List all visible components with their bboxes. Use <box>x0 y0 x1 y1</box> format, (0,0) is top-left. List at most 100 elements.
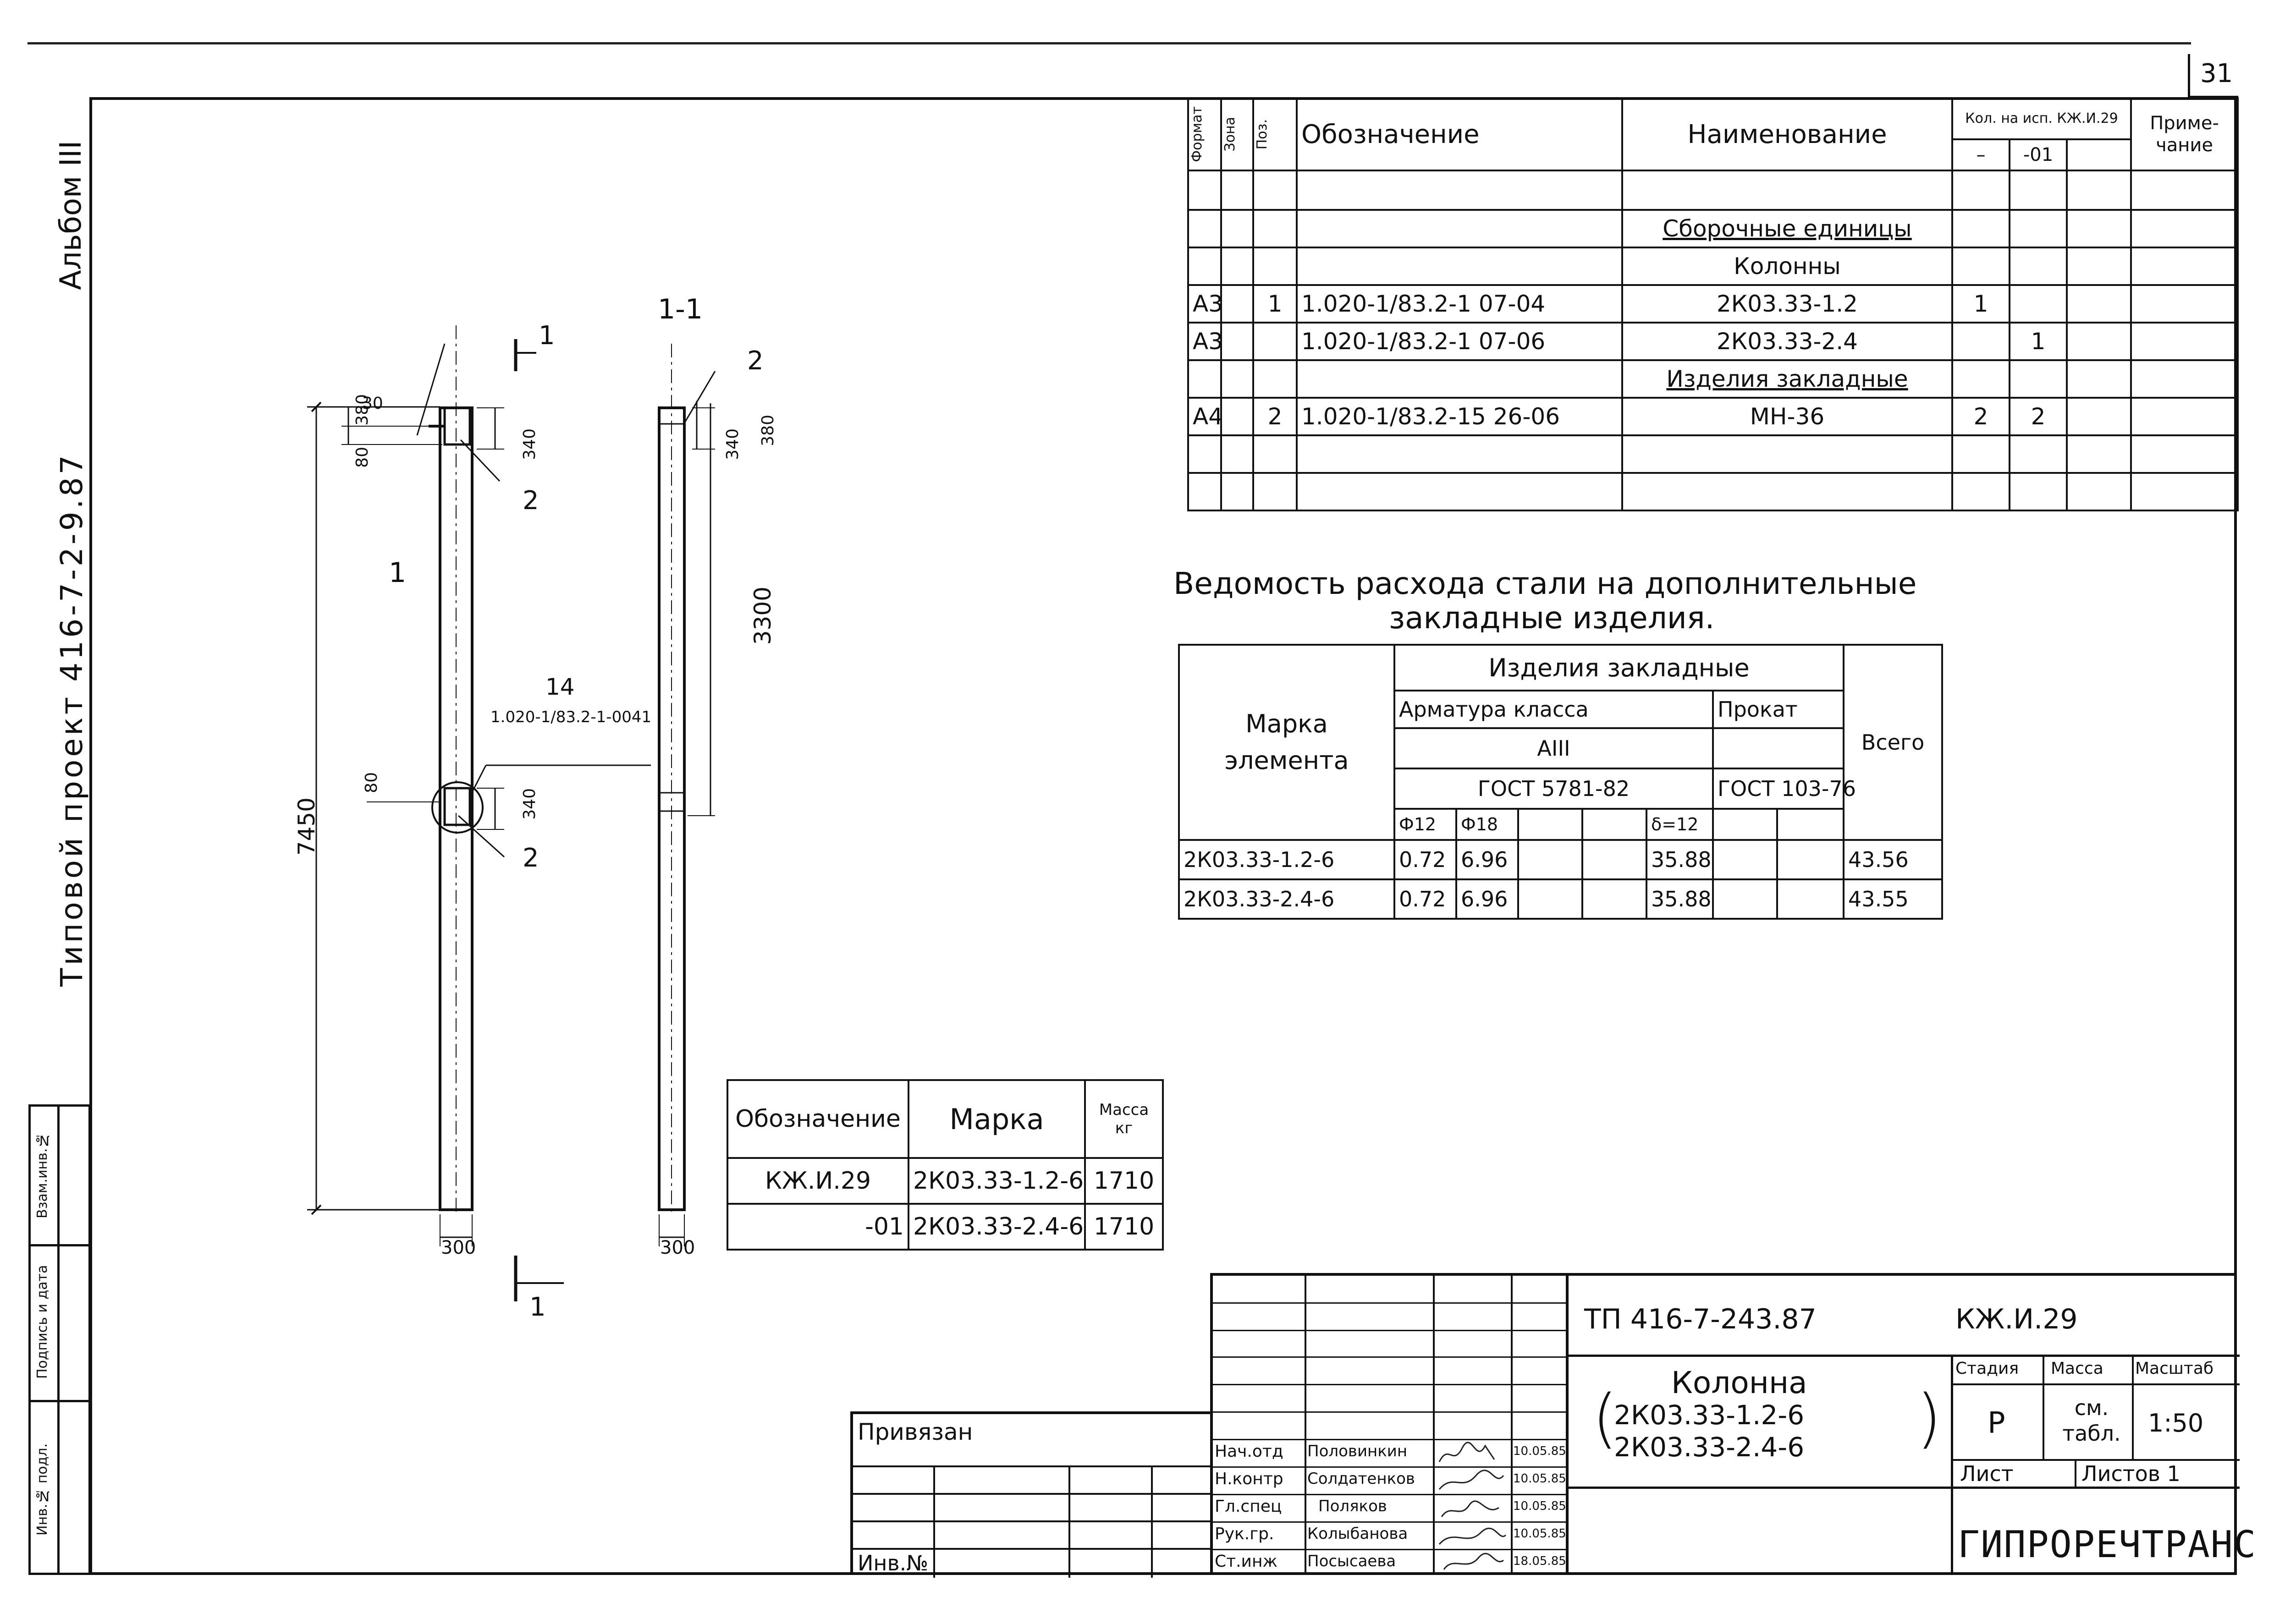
col-pos-header: Поз. <box>1252 97 1298 171</box>
stamp-sign-label: Подпись и дата <box>34 1265 50 1379</box>
person-name-3: Поляков <box>1318 1497 1387 1515</box>
mark-table-mass-header: Масса кг <box>1084 1079 1164 1159</box>
leader-1: 1 <box>389 557 407 589</box>
stage-label: Стадия <box>1955 1359 2019 1378</box>
steel-total-header: Всего <box>1843 644 1944 841</box>
cut-label-top: 1 <box>539 321 555 351</box>
steel-t12-header: δ=12 <box>1646 808 1714 841</box>
person-date-5: 18.05.85 <box>1513 1554 1566 1568</box>
project-label: Типовой проект 416-7-2-9.87 <box>54 452 89 987</box>
scale-label: Масштаб <box>2135 1359 2214 1378</box>
steel-mark-header: Марка элемента <box>1178 644 1395 841</box>
dim-340-b: 340 <box>723 428 742 460</box>
paren-left: ( <box>1592 1381 1618 1456</box>
person-name-2: Солдатенков <box>1307 1470 1415 1488</box>
steel-rolled-header: Прокат <box>1712 690 1845 729</box>
steel-rebar-header: Арматура класса <box>1393 690 1714 729</box>
stage-value: Р <box>1988 1406 2005 1440</box>
embed-mid <box>443 787 471 826</box>
drawing-subtitle-1: 2К03.33-1.2-6 <box>1614 1399 1805 1431</box>
specification-table: Формат Зона Поз. Обозначение Наименовани… <box>1187 97 2239 511</box>
page-number: 31 <box>2200 59 2233 88</box>
spec-section-assemblies: Сборочные единицы <box>1621 209 1953 248</box>
organization-name: ГИПРОРЕЧТРАНС <box>1958 1523 2257 1566</box>
table-row: 2К03.33-1.2-6 0.72 6.96 35.88 43.56 <box>1178 839 1944 880</box>
col-zone-header: Зона <box>1220 97 1254 171</box>
spec-section-embeds: Изделия закладные <box>1621 359 1953 399</box>
node-number: 14 <box>545 674 575 700</box>
column-drawing <box>307 325 716 1301</box>
col-note-header: Приме-чание <box>2130 97 2239 171</box>
mass-value: см. табл. <box>2062 1395 2121 1446</box>
person-date-4: 10.05.85 <box>1513 1527 1566 1541</box>
person-role-3: Гл.спец <box>1215 1497 1282 1516</box>
dim-380-b: 380 <box>759 415 777 446</box>
qty-01-header: -01 <box>2009 138 2068 171</box>
col-format-header: Формат <box>1187 97 1222 171</box>
table-row: -01 2К03.33-2.4-6 1710 <box>727 1203 1164 1251</box>
dim-80-top: 80 <box>353 447 372 468</box>
steel-gost-a: ГОСТ 5781-82 <box>1393 768 1714 810</box>
col-designation-header: Обозначение <box>1296 97 1623 171</box>
steel-d12-header: Ф12 <box>1393 808 1457 841</box>
steel-title-line2: закладные изделия. <box>1389 600 1715 636</box>
person-role-5: Ст.инж <box>1215 1552 1277 1571</box>
inventory-label: Инв.№ <box>858 1551 929 1575</box>
mass-label: Масса <box>2051 1359 2103 1378</box>
person-role-1: Нач.отд <box>1215 1442 1283 1461</box>
dim-total-height: 7450 <box>293 797 320 856</box>
dim-380-a: 380 <box>353 394 372 426</box>
dim-340-c: 340 <box>520 788 539 820</box>
binding-block: Привязан Инв.№ <box>850 1411 1213 1578</box>
node-reference: 1.020-1/83.2-1-0041 <box>490 708 652 726</box>
mark-table-designation-header: Обозначение <box>727 1079 909 1159</box>
project-code: ТП 416-7-243.87 <box>1584 1303 1817 1335</box>
sheets-label: Листов 1 <box>2081 1461 2180 1486</box>
steel-d18-header: Ф18 <box>1455 808 1519 841</box>
top-border-line <box>28 42 2191 44</box>
person-name-5: Посысаева <box>1307 1552 1396 1570</box>
scale-value: 1:50 <box>2148 1409 2204 1437</box>
album-label: Альбом III <box>54 140 88 291</box>
table-row: 2К03.33-2.4-6 0.72 6.96 35.88 43.55 <box>1178 878 1944 920</box>
document-code: КЖ.И.29 <box>1955 1303 2078 1335</box>
person-role-4: Рук.гр. <box>1215 1525 1274 1543</box>
binding-label: Привязан <box>858 1419 973 1445</box>
col-name-header: Наименование <box>1621 97 1953 171</box>
person-role-2: Н.контр <box>1215 1470 1283 1488</box>
leader-2a: 2 <box>523 486 539 516</box>
dim-340-a: 340 <box>520 428 539 460</box>
steel-consumption-table: Марка элемента Изделия закладные Всего А… <box>1178 644 1944 920</box>
drawing-frame <box>89 97 2237 1575</box>
signatures <box>1438 1442 1507 1570</box>
drawing-title: Колонна <box>1671 1365 1807 1400</box>
title-block: ТП 416-7-243.87 КЖ.И.29 Колонна 2К03.33-… <box>1210 1273 2256 1575</box>
spec-subsection-columns: Колонны <box>1621 247 1953 286</box>
stamp-inv-label: Инв.№ подл. <box>34 1443 50 1536</box>
person-date-2: 10.05.85 <box>1513 1472 1566 1486</box>
mark-table-mark-header: Марка <box>908 1079 1086 1159</box>
leader-2b: 2 <box>747 346 764 376</box>
dim-width-b: 300 <box>660 1237 695 1258</box>
table-row: КЖ.И.29 2К03.33-1.2-6 1710 <box>727 1157 1164 1205</box>
sheet-label: Лист <box>1960 1461 2014 1486</box>
leader-2c: 2 <box>523 843 539 873</box>
stamp-replace-label: Взам.инв.№ <box>34 1132 50 1219</box>
person-name-4: Колыбанова <box>1307 1525 1408 1543</box>
steel-group-header: Изделия закладные <box>1393 644 1845 691</box>
person-name-1: Половинкин <box>1307 1442 1408 1460</box>
dim-80-mid: 80 <box>362 772 381 793</box>
steel-title-line1: Ведомость расхода стали на дополнительны… <box>1173 566 1917 601</box>
steel-gost-b: ГОСТ 103-76 <box>1712 768 1856 810</box>
steel-class: АIII <box>1393 727 1714 769</box>
node-circle <box>431 781 484 834</box>
side-stamp: Инв.№ подл. Подпись и дата Взам.инв.№ <box>28 1104 91 1575</box>
embed-top <box>443 406 471 446</box>
person-date-1: 10.05.85 <box>1513 1444 1566 1458</box>
drawing-subtitle-2: 2К03.33-2.4-6 <box>1614 1432 1805 1463</box>
person-date-3: 10.05.85 <box>1513 1499 1566 1513</box>
mark-mass-table: Обозначение Марка Масса кг КЖ.И.29 2К03.… <box>727 1079 1164 1251</box>
